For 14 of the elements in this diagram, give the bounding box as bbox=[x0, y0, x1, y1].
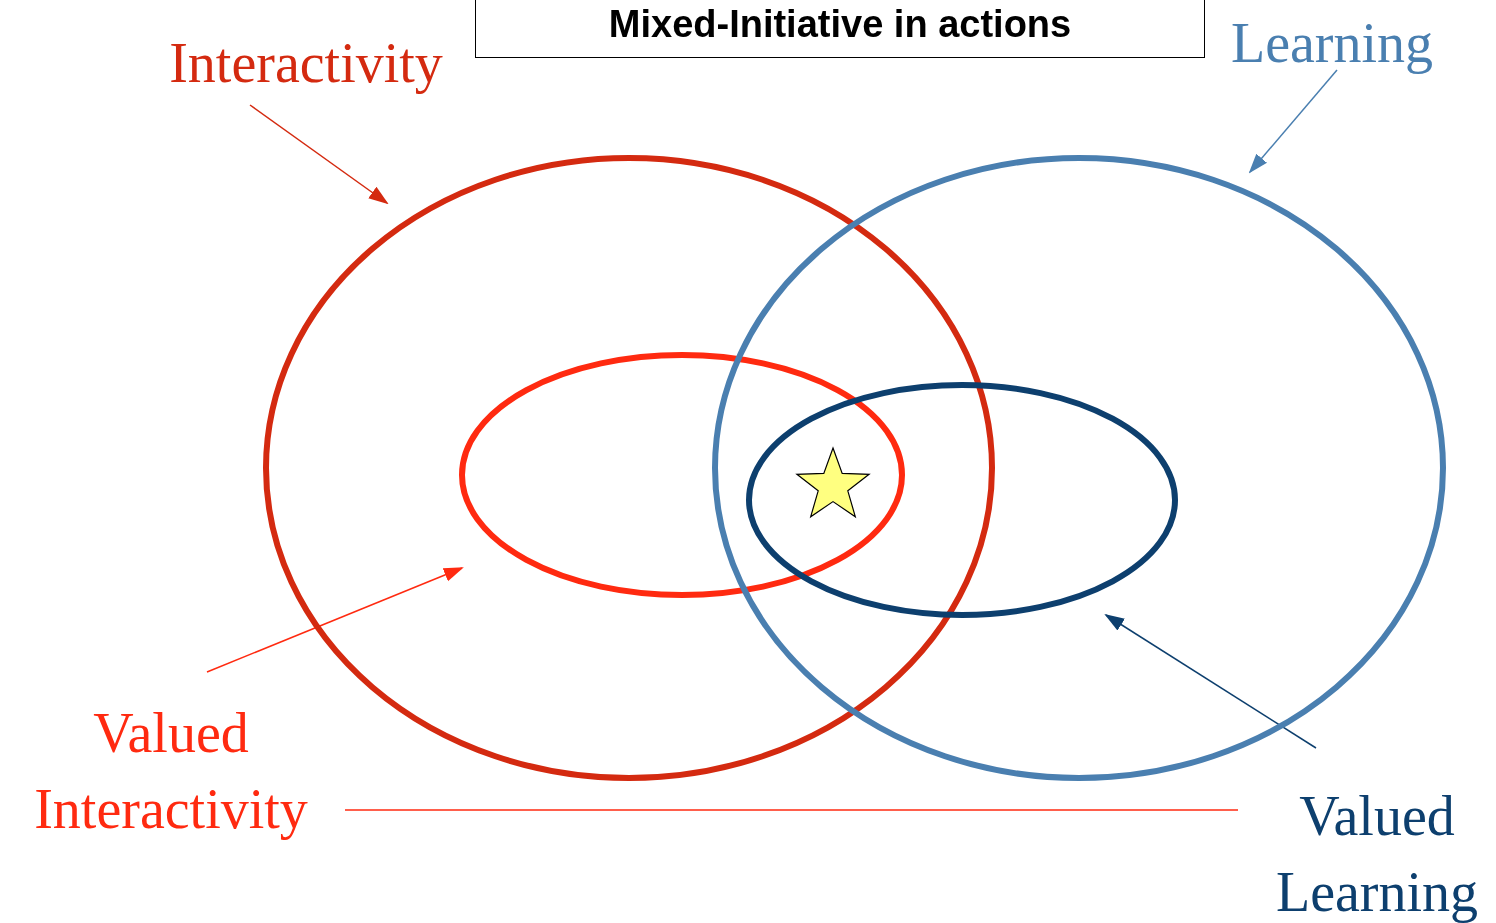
title: Mixed-Initiative in actions bbox=[475, 0, 1205, 58]
text-label: Valued Interactivity bbox=[10, 695, 332, 847]
connector-line bbox=[344, 809, 1239, 811]
text-label: Valued Learning bbox=[1262, 778, 1492, 923]
ellipse-outline bbox=[263, 155, 995, 781]
arrow bbox=[1104, 613, 1317, 749]
arrow bbox=[1248, 69, 1338, 174]
ellipse-outline bbox=[712, 155, 1446, 781]
arrow bbox=[206, 567, 464, 673]
text-label: Interactivity bbox=[150, 25, 462, 101]
arrow bbox=[249, 104, 389, 205]
ellipse-outline bbox=[459, 352, 905, 598]
text-label: Learning bbox=[1216, 5, 1448, 81]
ellipse-outline bbox=[746, 382, 1178, 618]
